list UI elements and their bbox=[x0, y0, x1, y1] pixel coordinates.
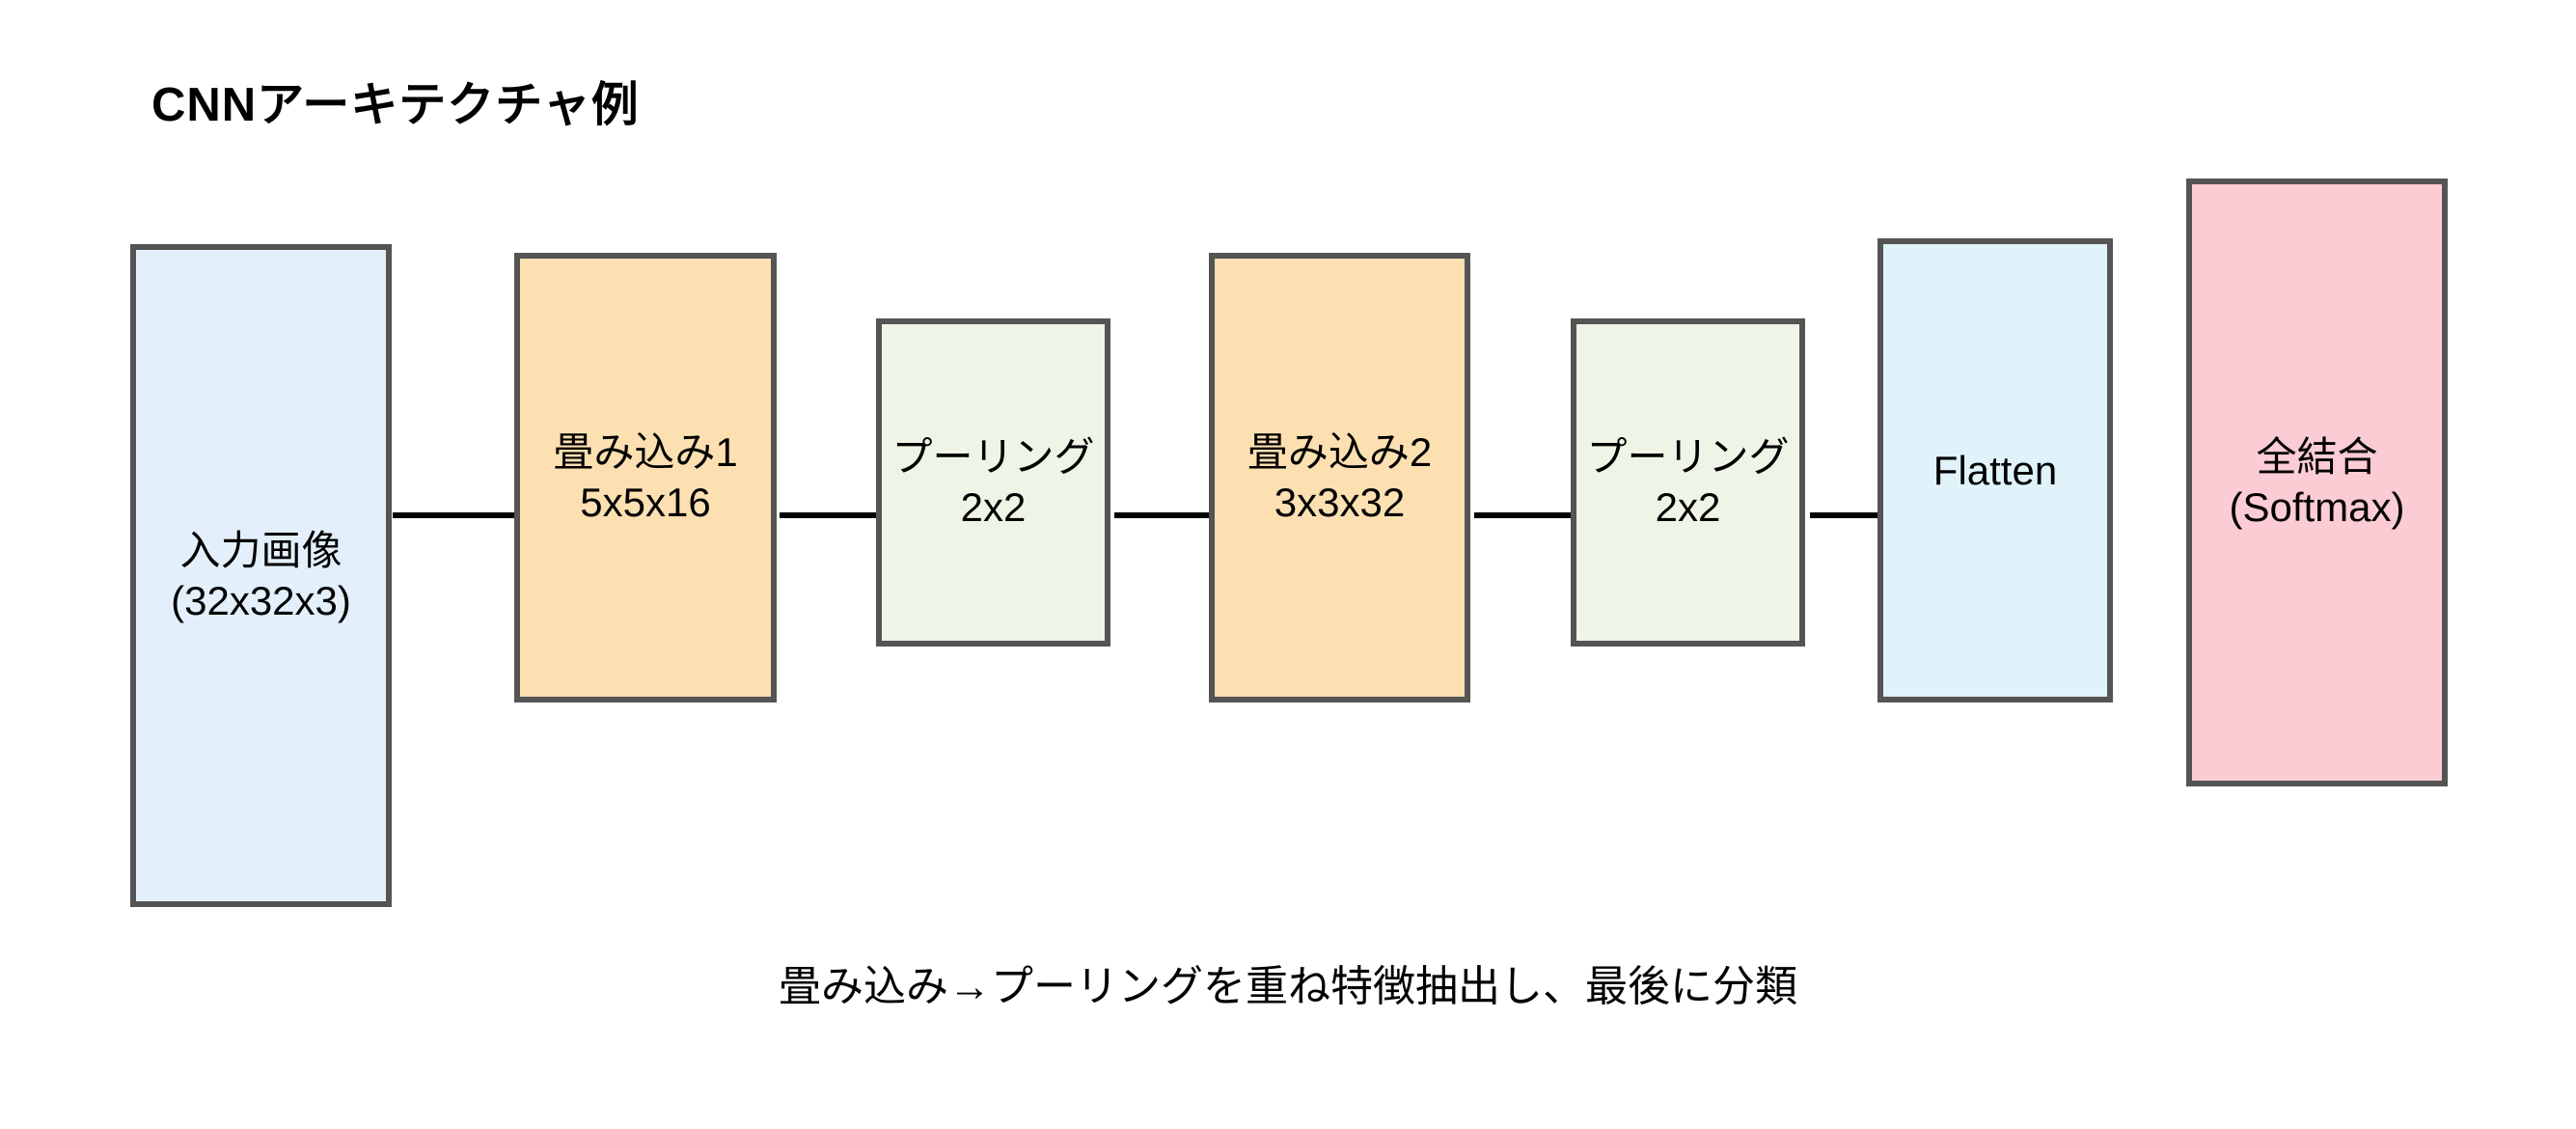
node-label-line: Flatten bbox=[1932, 447, 2058, 493]
node-flatten: Flatten bbox=[1877, 238, 2113, 702]
node-label-line: 畳み込み1 bbox=[553, 429, 738, 475]
node-label-line: 3x3x32 bbox=[1274, 480, 1406, 525]
diagram-title: CNNアーキテクチャ例 bbox=[151, 79, 640, 131]
node-conv1: 畳み込み1 5x5x16 bbox=[514, 253, 777, 702]
node-label-line: 2x2 bbox=[960, 484, 1027, 530]
node-label-line: プーリング bbox=[1586, 434, 1790, 480]
node-input: 入力画像(32x32x3) bbox=[130, 244, 392, 907]
node-conv2: 畳み込み2 3x3x32 bbox=[1209, 253, 1470, 702]
node-label-line: 畳み込み2 bbox=[1247, 429, 1433, 475]
node-fc: 全結合(Softmax) bbox=[2186, 179, 2448, 786]
node-label-line: プーリング bbox=[891, 434, 1095, 480]
node-label-line: 入力画像 bbox=[179, 527, 343, 573]
node-label-line: (Softmax) bbox=[2229, 484, 2405, 530]
node-label-line: 全結合 bbox=[2256, 434, 2378, 480]
node-label-line: 5x5x16 bbox=[580, 480, 711, 525]
diagram-caption: 畳み込み→プーリングを重ね特徴抽出し、最後に分類 bbox=[779, 963, 1797, 1010]
node-label-line: (32x32x3) bbox=[171, 577, 351, 623]
node-label-line: 2x2 bbox=[1655, 484, 1721, 530]
